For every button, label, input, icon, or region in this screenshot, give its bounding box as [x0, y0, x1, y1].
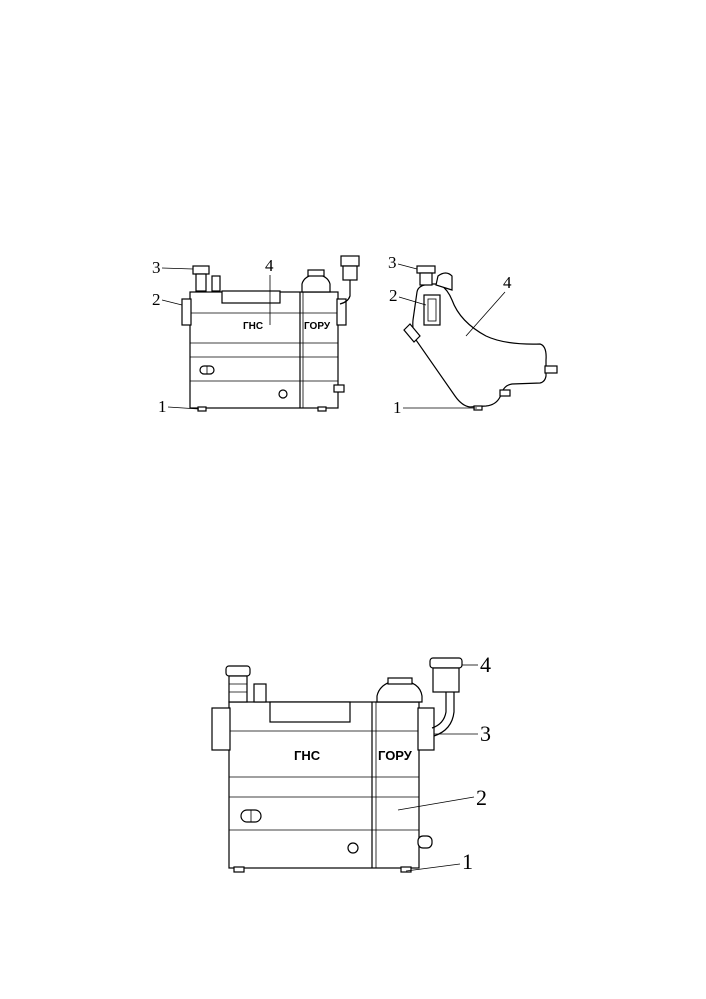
side-callout-2: 2 [389, 286, 398, 305]
front-label-goru: ГОРУ [304, 321, 331, 332]
front-filler-neck [301, 273, 331, 293]
rear-right-flange [417, 707, 435, 751]
side-plate [423, 294, 441, 326]
side-filler-neck [435, 272, 453, 291]
rear-filler-cap [387, 677, 413, 685]
front-drain-port [278, 389, 288, 399]
rear-callout-2: 2 [476, 785, 487, 810]
rear-tank-body [228, 701, 420, 869]
side-tank-body [412, 283, 547, 408]
rear-label-gns: ГНС [294, 748, 321, 763]
side-left-fitting [403, 323, 421, 343]
side-view-figure: 3 2 4 1 [388, 253, 558, 417]
side-breather-body [419, 272, 433, 286]
front-tank-body [189, 291, 339, 409]
front-foot-left [197, 406, 207, 412]
rear-callout-1: 1 [462, 849, 473, 874]
rear-side-pipe [417, 835, 433, 849]
rear-small-fitting [253, 683, 267, 703]
front-filler-cap [307, 269, 325, 277]
side-callout-1: 1 [393, 398, 402, 417]
rear-drain-port [347, 842, 359, 854]
front-label-gns: ГНС [243, 321, 263, 332]
rear-top-plate [269, 701, 351, 723]
front-filter-cap [340, 255, 360, 267]
front-breather-cap [192, 265, 210, 275]
front-small-fitting [211, 275, 221, 292]
front-left-flange [181, 298, 192, 326]
rear-callout-3: 3 [480, 721, 491, 746]
front-callout-3: 3 [152, 258, 161, 277]
rear-filter-pipe [431, 692, 447, 729]
side-lower-outlet [499, 389, 511, 397]
front-filter-body [342, 265, 358, 281]
front-callout-1: 1 [158, 397, 167, 416]
front-callout-2: 2 [152, 290, 161, 309]
front-view-figure: ГНС ГОРУ 3 2 4 1 [152, 255, 360, 416]
rear-left-flange [211, 707, 231, 751]
rear-filter-body [432, 667, 460, 693]
rear-callout-4: 4 [480, 652, 491, 677]
rear-breather-body [228, 675, 248, 703]
front-breather-body [195, 273, 207, 292]
rear-foot-left [233, 866, 245, 873]
front-side-pipe [333, 384, 345, 393]
rear-view-figure: ГНС ГОРУ 4 3 2 1 [211, 652, 491, 874]
front-top-plate [221, 290, 281, 304]
rear-label-goru: ГОРУ [378, 748, 413, 763]
front-callout-4: 4 [265, 256, 274, 275]
side-callout-4: 4 [503, 273, 512, 292]
side-breather-cap [416, 265, 436, 274]
side-right-outlet [544, 365, 558, 374]
front-foot-right [317, 406, 327, 412]
rear-filter-cap [429, 657, 463, 669]
front-right-flange [336, 298, 347, 326]
side-callout-3: 3 [388, 253, 397, 272]
rear-foot-right [400, 866, 412, 873]
front-filter-pipe [339, 280, 351, 305]
rear-breather-cap [225, 665, 251, 677]
